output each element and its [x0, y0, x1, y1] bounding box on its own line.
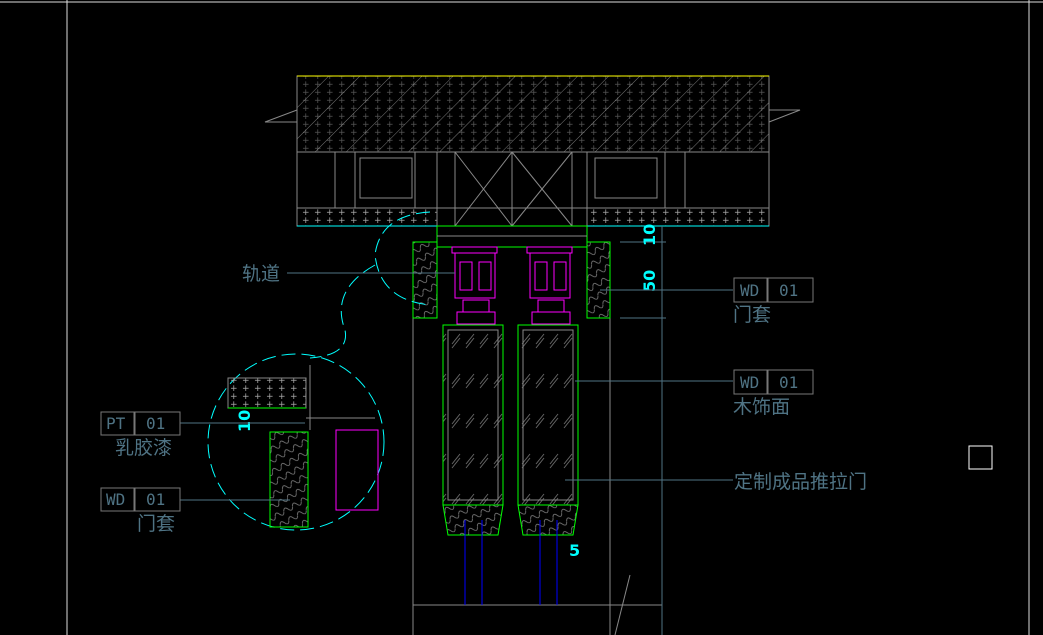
tag-veneer: WD 01 [733, 369, 814, 395]
label-track: 轨道 [242, 263, 280, 285]
svg-text:PT: PT [106, 414, 126, 433]
svg-text:01: 01 [146, 490, 165, 509]
label-latex-paint: 乳胶漆 [115, 437, 172, 459]
svg-text:01: 01 [146, 414, 165, 433]
tag-casing-left: WD 01 [100, 487, 181, 512]
svg-text:WD: WD [740, 373, 759, 392]
svg-text:WD: WD [740, 281, 759, 300]
tag-casing-right: WD 01 [733, 277, 814, 303]
label-door-casing-left: 门套 [137, 513, 175, 535]
track-hardware [451, 246, 573, 325]
leader-lines [180, 272, 733, 501]
label-wood-veneer: 木饰面 [733, 396, 790, 418]
label-door-casing-right: 门套 [733, 304, 771, 326]
concrete-slab [264, 75, 801, 153]
board-layer-left [296, 207, 438, 227]
tag-paint: PT 01 [100, 411, 181, 436]
detail-contents [227, 365, 379, 528]
detail-dimension-10: 10 [235, 410, 254, 432]
cursor-pickbox [968, 445, 993, 470]
svg-text:WD: WD [106, 490, 125, 509]
detail-callout [207, 211, 431, 531]
label-sliding-door: 定制成品推拉门 [734, 471, 867, 493]
svg-text:01: 01 [779, 373, 798, 392]
dimension-10: 10 [640, 224, 659, 246]
door-frame [412, 225, 662, 635]
board-layer-right [586, 207, 770, 227]
dimension-line [620, 226, 666, 635]
dimension-50: 50 [640, 270, 659, 292]
sliding-door-panels [442, 324, 631, 635]
svg-text:01: 01 [779, 281, 798, 300]
dimension-5: 5 [569, 541, 580, 560]
